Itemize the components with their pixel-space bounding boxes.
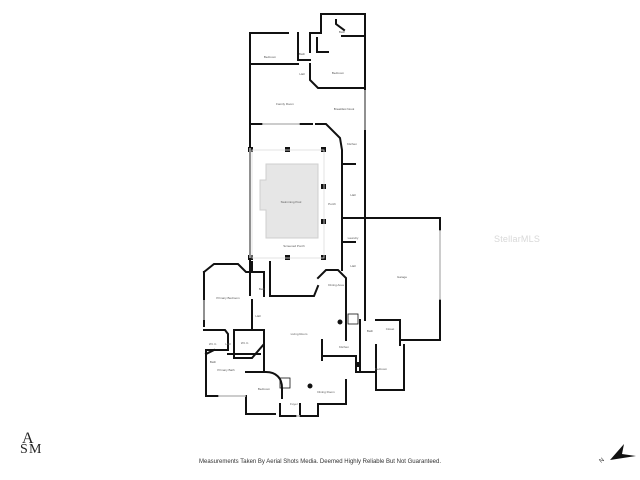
north-arrow: N [598,440,638,470]
room-label-bath-primary-side: Bath [258,287,266,291]
room-label-bedroom-top-right: Bedroom [331,71,345,75]
room-label-swimming-pool: Swimming Pool [280,200,302,204]
room-label-hall-lower: Hall [350,264,356,268]
room-label-family-room: Family Room [276,102,294,106]
logo-letter-a: A [22,430,34,447]
room-label-bedroom-lower-left: Bedroom [257,387,271,391]
room-label-hall-wic: Hall [225,342,231,346]
room-label-living-room: Living Room [290,332,308,336]
room-label-hall-right: Hall [350,193,356,197]
north-arrow-icon [610,444,636,460]
room-label-screened-porch: Screened Porch [283,244,305,248]
room-label-bath-mid: Bath [298,52,306,56]
room-label-kitchen: Kitchen [338,345,350,349]
room-label-primary-bedroom: Primary Bedroom [216,296,240,300]
room-label-wic-right: W.I.C. [240,341,250,345]
room-label-laundry: Laundry [347,236,359,240]
room-label-breakfast-nook: Breakfast Nook [333,107,355,111]
measurement-disclaimer: Measurements Taken By Aerial Shots Media… [198,459,441,465]
room-label-half-bath: Bath [366,329,374,333]
room-label-bath-small: Bath [209,360,217,364]
room-label-primary-bath: Primary Bath [217,368,235,372]
room-label-dining-room: Dining Room [317,390,335,394]
asm-logo: A S M [18,430,46,458]
room-label-wic-left: W.I.C. [208,342,218,346]
room-label-kitchen-upper: Kitchen [346,142,358,146]
room-label-hall-top: Hall [299,72,305,76]
room-label-porch: Porch [328,202,336,206]
room-label-bedroom-top-left: Bedroom [263,55,277,59]
room-label-bedroom-lower-right: Bedroom [374,367,388,371]
room-label-garage: Garage [396,275,408,279]
room-label-closet: Closet [385,327,395,331]
room-label-bath-top: Bath [338,30,346,34]
logo-letter-s: S [20,442,28,457]
logo-letter-m: M [29,442,42,457]
room-label-dining-area: Dining Area [328,283,344,287]
room-label-foyer: Foyer [290,402,298,406]
room-label-hall-primary: Hall [255,314,261,318]
mls-watermark: StellarMLS [494,234,541,244]
